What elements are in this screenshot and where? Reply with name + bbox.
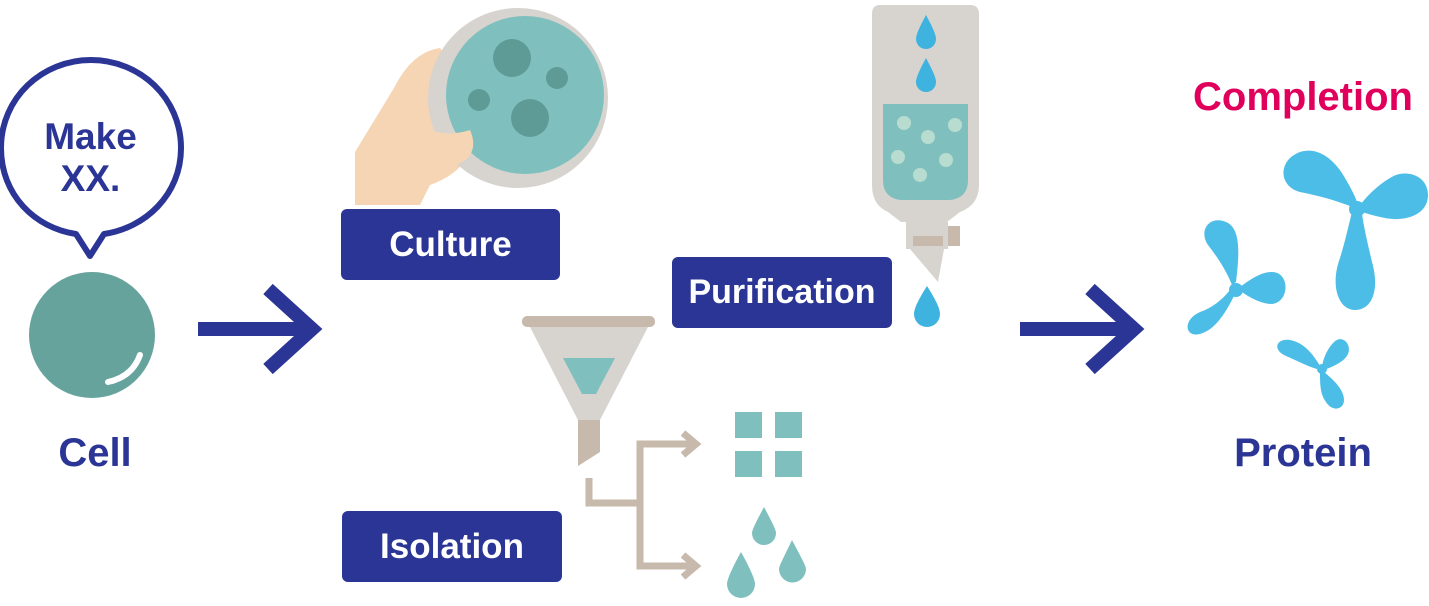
isolation-step-box: Isolation [342,511,562,582]
purification-bottle-icon [872,5,979,327]
cell-label: Cell [58,431,132,475]
squares-icon [735,412,802,477]
protein-label: Protein [1234,431,1372,475]
completion-label: Completion [1193,75,1413,119]
protein-icon [1187,150,1428,409]
speech-bubble [0,57,184,259]
petri-dish-icon [355,8,608,205]
arrow-right-icon [1020,283,1145,375]
arrow-right-icon [198,283,323,375]
branch-lines [585,430,702,580]
culture-step-box: Culture [341,209,560,280]
funnel-icon [522,316,655,466]
cell-icon [29,272,155,398]
isolation-step-label: Isolation [380,526,524,566]
speech-bubble-text-line1: Make [44,116,137,157]
culture-step-label: Culture [389,224,512,264]
speech-bubble-text-line2: XX. [60,158,121,199]
droplets-icon [727,507,806,598]
purification-step-label: Purification [688,273,876,311]
purification-step-box: Purification [672,257,892,328]
